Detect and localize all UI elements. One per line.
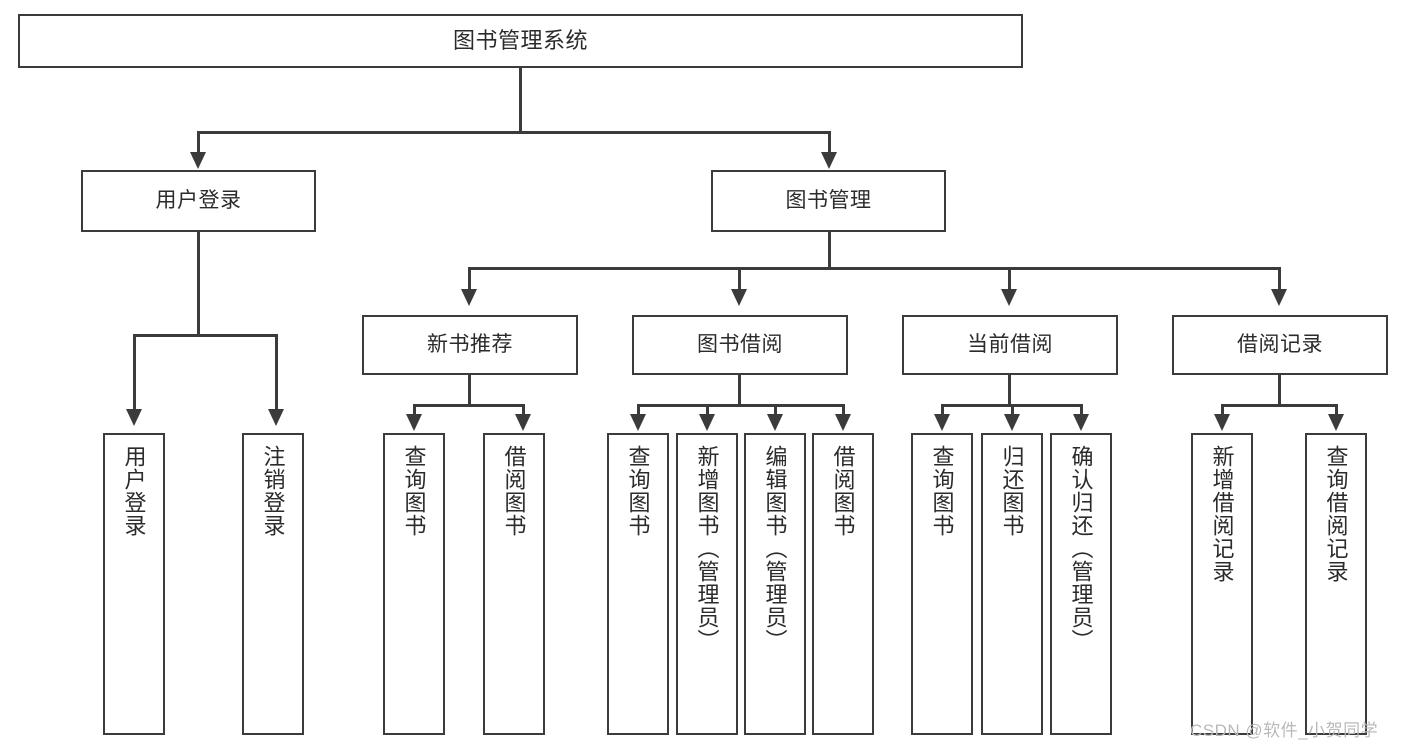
node-label: 图书管理	[785, 188, 872, 212]
node-label: 图书借阅	[697, 332, 783, 356]
edge-user-login-to-leaf-1	[133, 334, 136, 413]
edge-borrow-record-bus	[1221, 404, 1338, 407]
leaf-book-borrow-1[interactable]: 查询图书	[607, 433, 669, 735]
node-borrow-record[interactable]: 借阅记录	[1172, 315, 1388, 375]
edge-bm-to-new-book	[468, 267, 471, 292]
leaf-current-borrow-3[interactable]: 确认归还（管理员）	[1050, 433, 1112, 735]
leaf-borrow-record-2[interactable]: 查询借阅记录	[1305, 433, 1367, 735]
edge-book-borrow-stem	[738, 375, 741, 406]
arrow-br-to-leaf-1	[1214, 414, 1230, 431]
arrow-cb-to-leaf-2	[1004, 414, 1020, 431]
leaf-current-borrow-2[interactable]: 归还图书	[981, 433, 1043, 735]
edge-new-book-bus	[413, 404, 525, 407]
arrow-bm-to-new-book	[461, 289, 477, 306]
arrow-root-to-book-management	[821, 152, 837, 169]
node-label: 借阅记录	[1237, 332, 1323, 356]
edge-bb-to-leaf-3	[774, 404, 777, 418]
node-label: 确认归还（管理员）	[1068, 445, 1094, 652]
edge-bm-to-current-borrow	[1008, 267, 1011, 292]
node-label: 新增借阅记录	[1209, 445, 1235, 583]
arrow-bm-to-book-borrow	[731, 289, 747, 306]
edge-borrow-record-stem	[1278, 375, 1281, 406]
edge-nb-to-leaf-1	[413, 404, 416, 418]
edge-book-management-stem	[828, 232, 831, 269]
node-book-borrow[interactable]: 图书借阅	[632, 315, 848, 375]
node-label: 编辑图书（管理员）	[762, 445, 788, 652]
leaf-user-login-1[interactable]: 用户登录	[103, 433, 165, 735]
arrow-bb-to-leaf-4	[835, 414, 851, 431]
edge-current-borrow-stem	[1008, 375, 1011, 406]
arrow-cb-to-leaf-3	[1073, 414, 1089, 431]
edge-br-to-leaf-2	[1335, 404, 1338, 418]
edge-bb-to-leaf-4	[842, 404, 845, 418]
arrow-nb-to-leaf-2	[515, 414, 531, 431]
edge-root-to-book-management	[828, 131, 831, 157]
leaf-user-login-2[interactable]: 注销登录	[242, 433, 304, 735]
node-label: 当前借阅	[967, 332, 1053, 356]
node-user-login[interactable]: 用户登录	[81, 170, 316, 232]
edge-user-login-stem	[197, 232, 200, 336]
node-label: 查询图书	[401, 445, 427, 537]
edge-book-borrow-bus	[637, 404, 845, 407]
edge-user-login-bus	[133, 334, 278, 337]
edge-br-to-leaf-1	[1221, 404, 1224, 418]
csdn-watermark: CSDN @软件_小贺同学	[1190, 721, 1379, 740]
edge-root-to-user-login	[197, 131, 200, 157]
arrow-user-login-to-leaf-2	[268, 409, 284, 426]
edge-root-stem	[519, 68, 522, 133]
arrow-bb-to-leaf-2	[699, 414, 715, 431]
arrow-nb-to-leaf-1	[406, 414, 422, 431]
leaf-new-book-1[interactable]: 查询图书	[383, 433, 445, 735]
node-new-book-recommend[interactable]: 新书推荐	[362, 315, 578, 375]
arrow-cb-to-leaf-1	[934, 414, 950, 431]
edge-user-login-to-leaf-2	[275, 334, 278, 413]
arrow-bm-to-current-borrow	[1001, 289, 1017, 306]
edge-bm-to-book-borrow	[738, 267, 741, 292]
arrow-bb-to-leaf-3	[767, 414, 783, 431]
leaf-book-borrow-3[interactable]: 编辑图书（管理员）	[744, 433, 806, 735]
node-label: 用户登录	[121, 445, 147, 537]
node-label: 借阅图书	[501, 445, 527, 537]
edge-book-management-bus	[468, 267, 1280, 270]
node-label: 借阅图书	[830, 445, 856, 537]
edge-bb-to-leaf-2	[706, 404, 709, 418]
node-label: 新书推荐	[427, 332, 513, 356]
leaf-book-borrow-2[interactable]: 新增图书（管理员）	[676, 433, 738, 735]
arrow-user-login-to-leaf-1	[126, 409, 142, 426]
arrow-br-to-leaf-2	[1328, 414, 1344, 431]
edge-root-bus	[197, 131, 831, 134]
arrow-bm-to-borrow-record	[1271, 289, 1287, 306]
edge-bm-to-borrow-record	[1278, 267, 1281, 292]
node-label: 查询借阅记录	[1323, 445, 1349, 583]
arrow-root-to-user-login	[190, 152, 206, 169]
edge-cb-to-leaf-2	[1011, 404, 1014, 418]
edge-cb-to-leaf-3	[1080, 404, 1083, 418]
edge-new-book-stem	[468, 375, 471, 406]
edge-cb-to-leaf-1	[941, 404, 944, 418]
edge-bb-to-leaf-1	[637, 404, 640, 418]
edge-nb-to-leaf-2	[522, 404, 525, 418]
leaf-new-book-2[interactable]: 借阅图书	[483, 433, 545, 735]
node-label: 新增图书（管理员）	[694, 445, 720, 652]
node-root-book-management-system[interactable]: 图书管理系统	[18, 14, 1023, 68]
node-book-management[interactable]: 图书管理	[711, 170, 946, 232]
arrow-bb-to-leaf-1	[630, 414, 646, 431]
leaf-current-borrow-1[interactable]: 查询图书	[911, 433, 973, 735]
leaf-borrow-record-1[interactable]: 新增借阅记录	[1191, 433, 1253, 735]
node-current-borrow[interactable]: 当前借阅	[902, 315, 1118, 375]
leaf-book-borrow-4[interactable]: 借阅图书	[812, 433, 874, 735]
node-label: 注销登录	[260, 445, 286, 537]
node-label: 查询图书	[625, 445, 651, 537]
node-label: 图书管理系统	[452, 28, 588, 54]
node-label: 用户登录	[155, 188, 242, 212]
node-label: 归还图书	[999, 445, 1025, 537]
node-label: 查询图书	[929, 445, 955, 537]
